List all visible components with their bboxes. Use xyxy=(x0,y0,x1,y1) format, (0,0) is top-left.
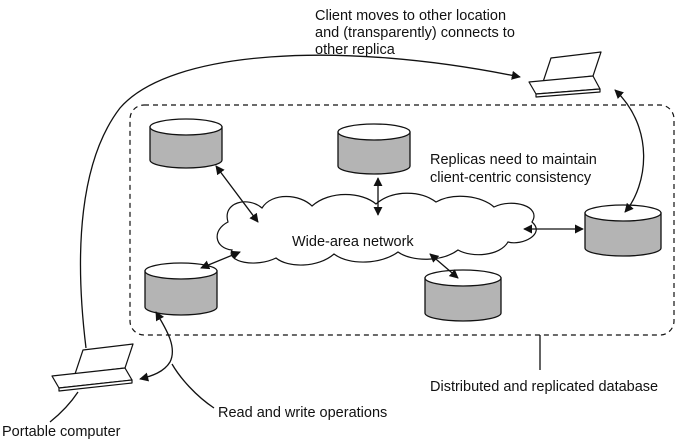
network-label: Wide-area network xyxy=(292,234,414,250)
link-top-left-network xyxy=(215,165,259,223)
database-replica-right xyxy=(584,204,662,257)
replicas-label-line1: Replicas need to maintain xyxy=(430,152,597,168)
client-move-label-line1: Client moves to other location xyxy=(315,8,506,24)
client-move-arrow xyxy=(79,54,521,349)
link-laptop-right-replica xyxy=(614,89,645,213)
database-replica-left xyxy=(144,262,218,316)
portable-leader-line xyxy=(49,391,79,423)
client-move-label-line3: other replica xyxy=(315,42,396,58)
read-write-operations-arrow xyxy=(139,311,173,382)
database-replica-top-left xyxy=(149,118,223,169)
link-bottom-center-network xyxy=(429,253,459,279)
database-boundary xyxy=(129,104,675,336)
portable-computer-icon xyxy=(51,343,134,392)
portable-computer-label: Portable computer xyxy=(2,424,121,440)
database-replica-top-center xyxy=(337,123,411,175)
client-move-label-line2: and (transparently) connects to xyxy=(315,25,515,41)
database-replica-bottom-center xyxy=(424,269,502,322)
wide-area-network-cloud xyxy=(216,192,537,266)
database-label: Distributed and replicated database xyxy=(430,379,658,395)
operations-label: Read and write operations xyxy=(218,405,387,421)
laptop-other-location-icon xyxy=(528,51,602,98)
operations-leader-line xyxy=(171,363,215,409)
link-left-network xyxy=(200,250,241,270)
replicas-label-line2: client-centric consistency xyxy=(430,170,592,186)
